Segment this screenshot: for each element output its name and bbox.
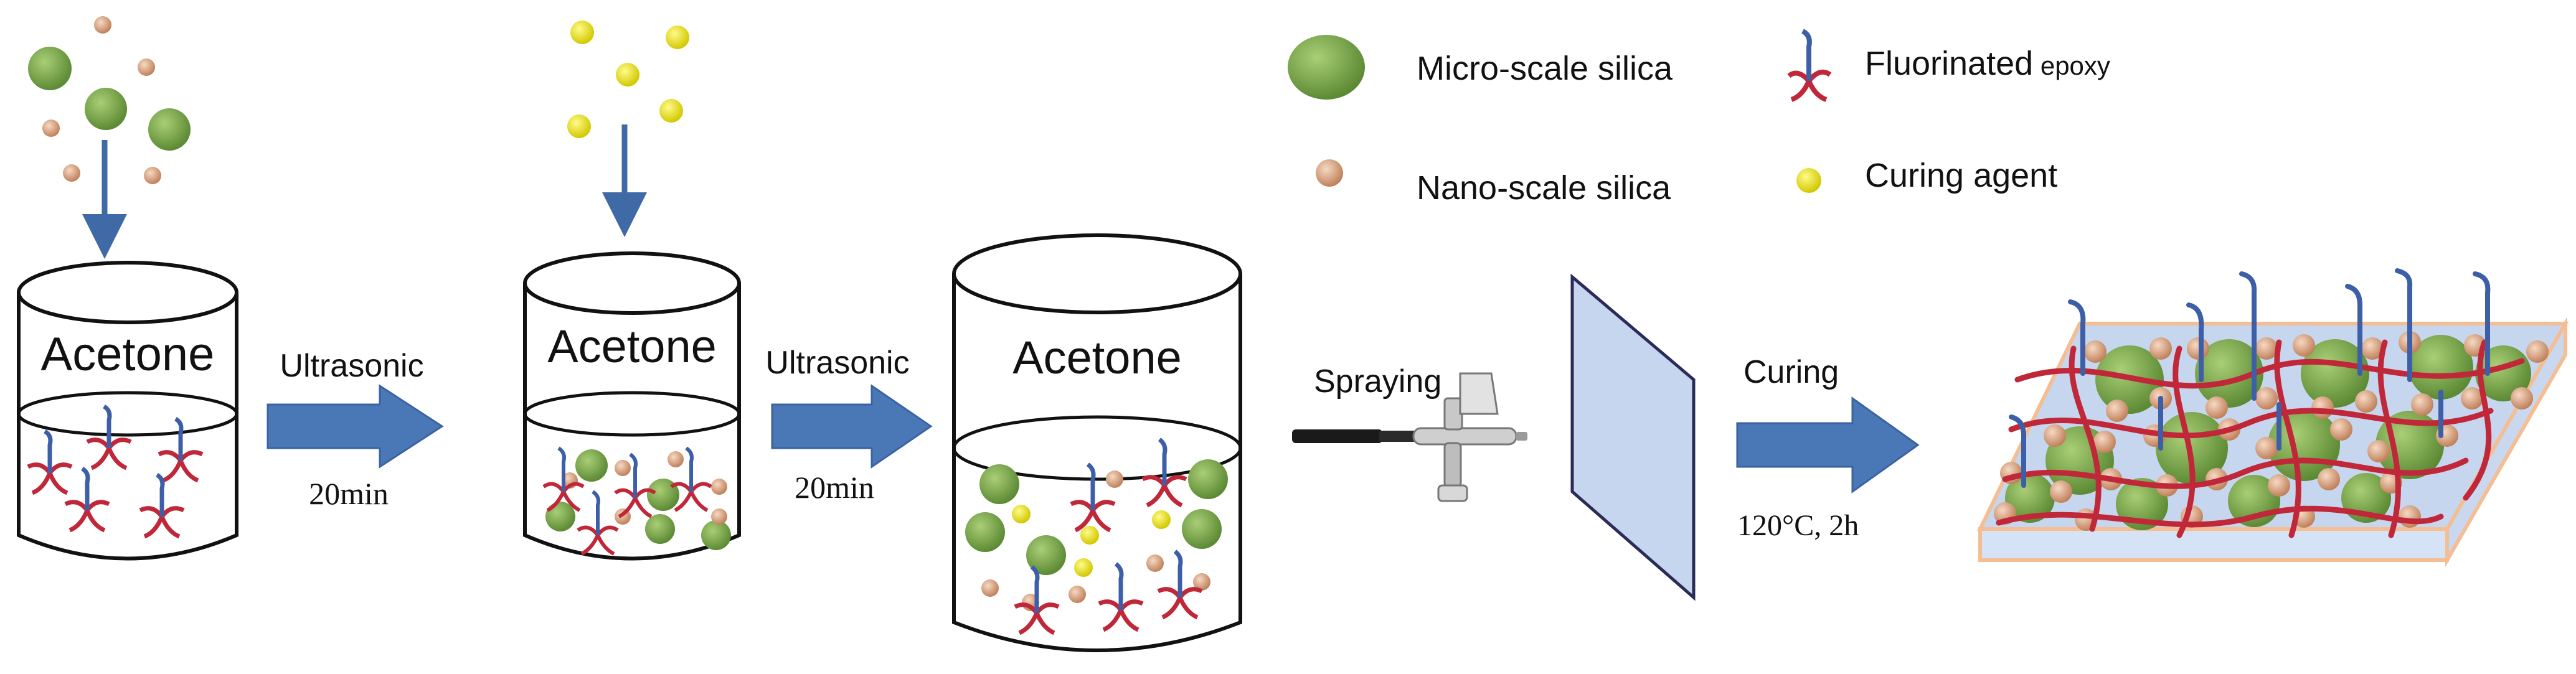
coating-micro-silica xyxy=(2005,335,2531,530)
micro-silica-icon xyxy=(1288,35,1365,100)
legend-curing-agent-label: Curing agent xyxy=(1865,157,2057,194)
process-arrow-1: Ultrasonic 20min xyxy=(267,348,444,511)
coating-epoxy-backbones xyxy=(2009,268,2491,488)
legend: Micro-scale silica Nano-scale silica Flu… xyxy=(1288,29,2110,207)
spraying-label: Spraying xyxy=(1314,363,1441,400)
beaker-1-liquid-surface xyxy=(17,391,238,437)
nano-silica-particle xyxy=(42,119,60,137)
beaker-3-label: Acetone xyxy=(1012,332,1182,383)
legend-item-micro-silica: Micro-scale silica xyxy=(1288,35,1673,100)
arrow-2-time: 20min xyxy=(795,470,874,505)
micro-silica-particle xyxy=(85,88,127,130)
curing-conditions: 120°C, 2h xyxy=(1737,509,1859,542)
nano-silica-particle xyxy=(94,16,111,34)
substrate-panel xyxy=(1570,273,1696,601)
legend-item-nano-silica: Nano-scale silica xyxy=(1316,159,1671,207)
coated-substrate xyxy=(1977,268,2569,568)
process-arrow-2: Ultrasonic 20min xyxy=(765,345,933,505)
beaker-2-liquid-surface xyxy=(523,391,741,437)
legend-nano-silica-label: Nano-scale silica xyxy=(1417,169,1671,207)
beaker-1: Acetone xyxy=(17,261,238,561)
nano-silica-particle xyxy=(63,164,80,182)
nano-silica-particle xyxy=(144,167,161,184)
beaker-1-rim xyxy=(17,261,238,324)
curing-agent-particle xyxy=(616,63,639,87)
spray-gun: Spraying xyxy=(1292,363,1527,502)
coating-epoxy-network xyxy=(1996,339,2525,538)
arrow-1-time: 20min xyxy=(309,476,389,511)
curing-agent-particle xyxy=(666,26,689,49)
beaker-2-mixture xyxy=(542,446,731,556)
process-arrow-curing: Curing 120°C, 2h xyxy=(1736,354,1920,542)
curing-agent-particle xyxy=(567,115,591,138)
input-particles-silica xyxy=(28,16,191,184)
airbrush-icon xyxy=(1292,372,1527,502)
nano-silica-particle xyxy=(138,59,155,76)
beaker-3-rim xyxy=(952,233,1242,314)
legend-item-curing-agent: Curing agent xyxy=(1796,157,2057,194)
beaker-2-label: Acetone xyxy=(547,321,717,372)
beaker-1-label: Acetone xyxy=(41,328,215,381)
beaker-1-epoxy-molecules xyxy=(27,404,204,539)
arrow-2-label: Ultrasonic xyxy=(765,345,909,381)
legend-item-fluorinated-epoxy: Fluorinated epoxy xyxy=(1787,29,2110,102)
curing-label: Curing xyxy=(1743,354,1839,390)
beaker-3: Acetone xyxy=(952,233,1242,652)
curing-agent-icon xyxy=(1796,168,1821,193)
beaker-2-rim xyxy=(523,251,741,315)
legend-fluorinated-epoxy-label: Fluorinated epoxy xyxy=(1865,45,2110,82)
arrow-1-label: Ultrasonic xyxy=(280,348,423,384)
fluorinated-epoxy-icon xyxy=(1787,29,1832,102)
micro-silica-particle xyxy=(148,108,191,151)
nano-silica-icon xyxy=(1316,159,1343,187)
micro-silica-particle xyxy=(28,47,72,90)
beaker-3-mixture xyxy=(965,438,1228,635)
beaker-2: Acetone xyxy=(523,251,741,561)
curing-agent-particle xyxy=(570,21,594,44)
curing-agent-particle xyxy=(659,99,683,123)
legend-micro-silica-label: Micro-scale silica xyxy=(1417,50,1673,87)
input-particles-curing-agent xyxy=(567,21,689,138)
